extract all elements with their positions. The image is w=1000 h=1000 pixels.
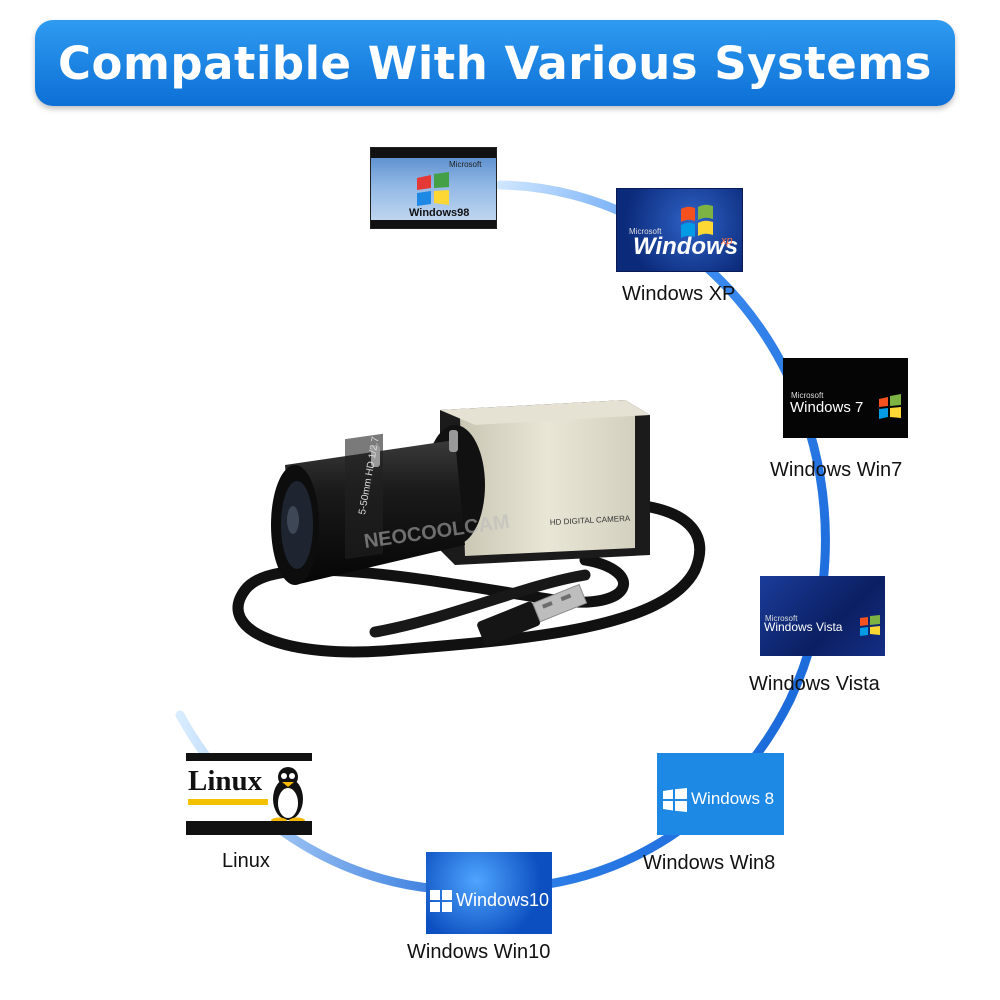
windowsvista-logo-text: Windows Vista: [764, 620, 843, 634]
windows10-flag-icon: [430, 890, 452, 912]
windows7-maker: Microsoft: [791, 391, 824, 400]
windowsxp-logo-text: Windows: [633, 233, 739, 260]
windowsxp-suffix: xp: [721, 235, 733, 247]
windowsxp-flag-icon: [681, 204, 713, 238]
windows8-logo-text: Windows 8: [691, 789, 775, 808]
windowsvista-maker: Microsoft: [765, 614, 798, 623]
windows98-flag-icon: [417, 172, 449, 206]
windowsxp-logo: Microsoft Windows xp: [616, 188, 743, 272]
windows10-logo-text: Windows10: [456, 890, 550, 910]
windowsvista-logo: Microsoft Windows Vista: [760, 576, 885, 656]
windows7-logo-text: Windows 7: [790, 399, 864, 416]
usb-camera-image: HD DIGITAL CAMERA 5-50mm HD 1/2.7 NEOCOO…: [232, 400, 706, 658]
banner-title: Compatible With Various Systems: [58, 36, 932, 90]
linux-logo: Linux: [186, 753, 312, 835]
windowsvista-caption: Windows Vista: [749, 673, 880, 695]
windows10-caption: Windows Win10: [407, 941, 551, 963]
title-banner: Compatible With Various Systems: [35, 20, 955, 106]
windows8-caption: Windows Win8: [643, 852, 776, 874]
windows98-logo: Microsoft Windows98: [370, 147, 497, 229]
linux-logo-text: Linux: [188, 765, 263, 797]
windows8-logo: Windows 8: [657, 753, 784, 835]
windows7-logo: Microsoft Windows 7: [783, 358, 908, 438]
windows7-flag-icon: [879, 394, 901, 419]
windowsvista-flag-icon: [860, 615, 880, 636]
camera-body-label: HD DIGITAL CAMERA: [550, 514, 631, 527]
windows10-logo: Windows10: [426, 852, 552, 934]
windowsxp-maker: Microsoft: [629, 227, 662, 236]
windowsxp-caption: Windows XP: [622, 283, 736, 305]
linux-caption: Linux: [222, 850, 270, 872]
windows8-flag-icon: [663, 788, 687, 812]
windows7-caption: Windows Win7: [770, 459, 903, 481]
windows98-maker: Microsoft: [449, 160, 482, 169]
tux-penguin-icon: [271, 767, 305, 825]
windows98-logo-text: Windows98: [409, 207, 470, 219]
